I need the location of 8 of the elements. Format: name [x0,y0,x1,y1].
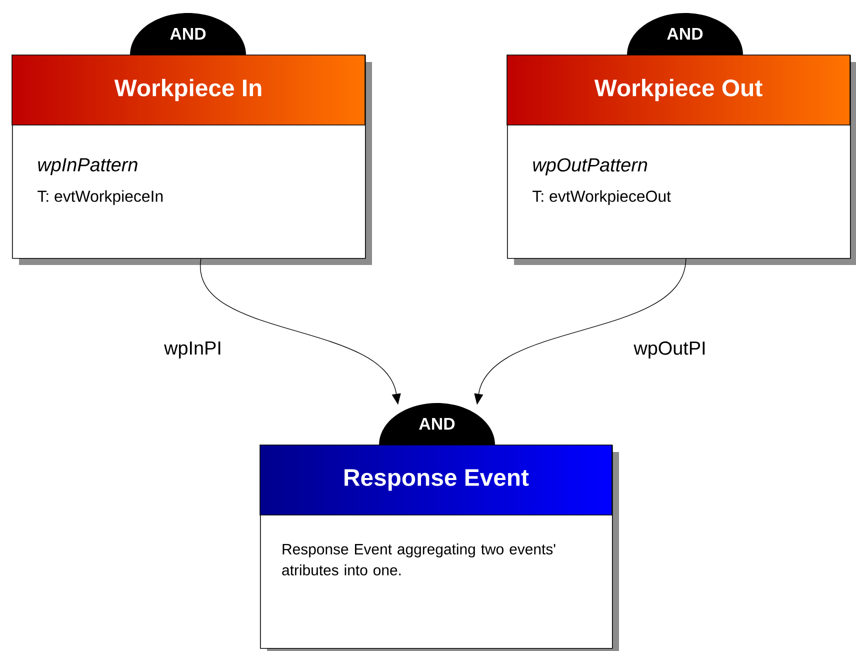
gate-semicircle: AND [130,13,246,55]
edge-label: wpInPI [163,340,223,360]
gate-semicircle: AND [627,13,743,55]
event-box: Workpiece Out wpOutPattern T: evtWorkpieceOut [506,54,856,265]
gate-semicircle: AND [379,403,495,445]
event-box: Workpiece In wpInPattern T: evtWorkpieceIn [12,54,372,265]
edge-label: wpOutPI [632,340,708,360]
event-box: Response Event Response Event aggregating two events' atributes into one. [260,444,619,651]
